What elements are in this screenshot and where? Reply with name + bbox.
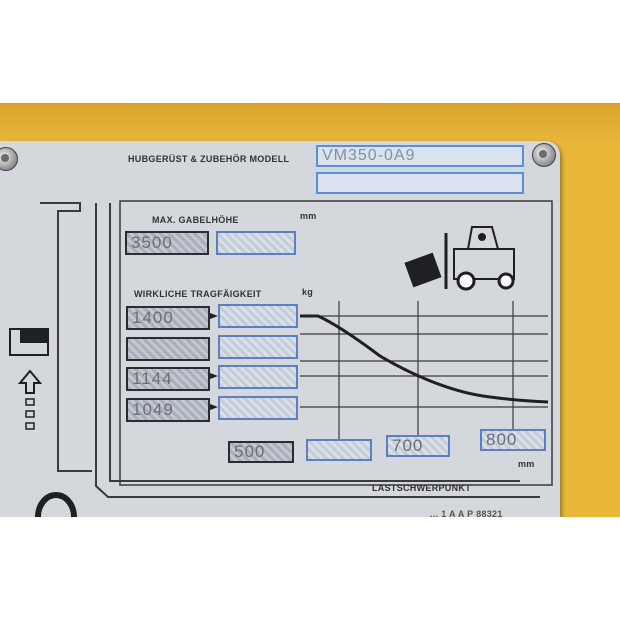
mast-label: HUBGERÜST & ZUBEHÖR MODELL: [128, 154, 290, 164]
max-height-label: MAX. GABELHÖHE: [152, 215, 239, 225]
chart-frame: [119, 200, 553, 486]
capacity-curve: [300, 314, 549, 404]
fork-outline-outer: [40, 202, 92, 472]
load-center-label: LASTSCHWERPUNKT: [372, 483, 471, 493]
capacity-field-4b: [218, 396, 298, 420]
capacity-field-3b: [218, 365, 298, 389]
max-height-unit: mm: [300, 211, 317, 221]
fork-outline-base: [109, 203, 520, 482]
load-center-unit: mm: [518, 459, 535, 469]
max-height-field-2: [216, 231, 296, 255]
side-icons: [9, 328, 77, 517]
load-center-field-1: 500: [228, 441, 294, 463]
capacity-field-2: [126, 337, 210, 361]
capacity-plate: HUBGERÜST & ZUBEHÖR MODELL VM350-0A9: [0, 141, 560, 517]
model-field-2: [316, 172, 524, 194]
max-height-value: 3500: [131, 233, 173, 252]
screw-top-left: [0, 147, 18, 171]
capacity-unit: kg: [302, 287, 314, 297]
capacity-label: WIRKLICHE TRAGFÄIGKEIT: [134, 289, 262, 299]
capacity-field-2b: [218, 335, 298, 359]
load-center-field-2: [306, 439, 372, 461]
fork-outline-inner: [95, 203, 540, 498]
top-shadow: [0, 103, 620, 143]
load-center-field-3: 700: [386, 435, 450, 457]
capacity-field-1b: [218, 304, 298, 328]
row-arrows: [210, 313, 218, 410]
load-center-value-4: 800: [486, 430, 518, 449]
bottom-text: ... 1 A A P 88321: [430, 509, 503, 517]
capacity-value-4: 1049: [132, 400, 174, 419]
capacity-field-4: 1049: [126, 398, 210, 422]
load-center-value-1: 500: [234, 442, 266, 461]
screw-top-right: [532, 143, 556, 167]
capacity-value-1: 1400: [132, 308, 174, 327]
forklift-pictogram: [404, 226, 515, 291]
photo-area: HUBGERÜST & ZUBEHÖR MODELL VM350-0A9: [0, 103, 620, 517]
capacity-field-3: 1144: [126, 367, 210, 391]
model-field: VM350-0A9: [316, 145, 524, 167]
capacity-value-3: 1144: [132, 369, 173, 388]
chart-grid: [300, 301, 548, 441]
plate-graphics: [9, 200, 553, 517]
capacity-field-1: 1400: [126, 306, 210, 330]
max-height-field: 3500: [125, 231, 209, 255]
model-value: VM350-0A9: [322, 147, 416, 164]
load-center-field-4: 800: [480, 429, 546, 451]
load-center-value-3: 700: [392, 436, 424, 455]
